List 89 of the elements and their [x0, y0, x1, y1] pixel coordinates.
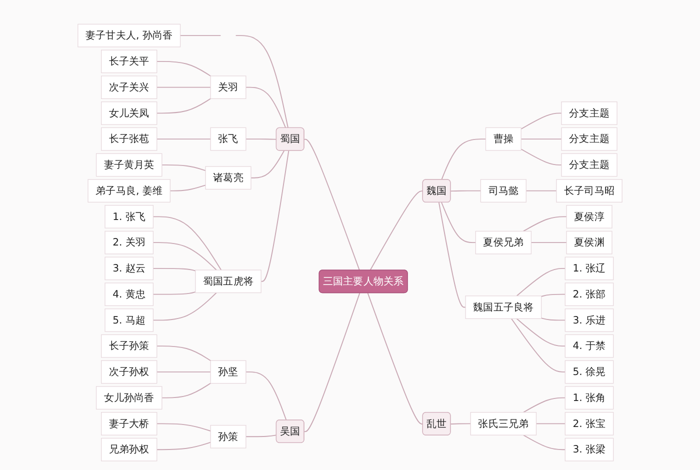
node-box: 魏国五子良将 [465, 296, 542, 319]
node-box: 孙坚 [210, 360, 246, 384]
connector [156, 98, 212, 114]
connector [245, 434, 277, 438]
connector [370, 190, 424, 271]
connector [245, 138, 277, 140]
node-box: 女儿关凤 [101, 102, 158, 125]
node-box: 分支主题 [561, 102, 618, 125]
node-box: 弟子马良, 姜维 [88, 179, 170, 202]
node-box: 5. 徐晃 [564, 360, 614, 384]
node-box: 次子孙权 [101, 360, 158, 384]
connector [245, 371, 287, 421]
connector [161, 382, 212, 398]
connector [250, 150, 285, 178]
node-box: 妻子黄月英 [96, 153, 162, 177]
node-box: 司马懿 [480, 179, 526, 202]
node-box: 4. 于禁 [564, 334, 614, 358]
node-box: 2. 张宝 [564, 412, 614, 436]
node-box: 张氏三兄弟 [470, 412, 537, 436]
node-box: 2. 张部 [564, 282, 614, 306]
connector [520, 138, 562, 140]
node-box: 分支主题 [561, 127, 618, 151]
node-box: 妻子大桥 [101, 412, 158, 436]
node-box: 长子关平 [101, 50, 158, 74]
node-box: 夏侯淳 [566, 205, 612, 228]
connector [530, 242, 568, 244]
connector [536, 423, 566, 424]
connector [156, 138, 212, 140]
connector [522, 434, 566, 450]
node-box: 1. 张角 [564, 386, 614, 410]
connector [520, 148, 562, 166]
connector [304, 138, 360, 271]
node-box: 3. 乐进 [564, 308, 614, 332]
node-box: 分支主题 [561, 153, 618, 177]
node-box: 女儿孙尚香 [96, 386, 162, 410]
node-box: 孙策 [210, 424, 246, 448]
connector [156, 442, 212, 450]
connector [161, 164, 206, 172]
connector [441, 138, 486, 180]
node-box: 长子张苞 [101, 127, 158, 151]
node-box: 1. 张辽 [564, 256, 614, 280]
connector [510, 318, 566, 372]
connector [156, 86, 212, 88]
node-box: 长子孙策 [101, 334, 158, 358]
node-box: 4. 黄忠 [104, 282, 154, 306]
connector [156, 346, 212, 362]
node-box: 5. 马超 [104, 308, 154, 332]
node-box: 曹操 [485, 127, 522, 151]
node-box: 兄弟孙权 [101, 438, 158, 462]
connector [304, 292, 360, 432]
connector [450, 190, 482, 192]
node-box: 妻子甘夫人, 孙尚香 [78, 24, 181, 48]
node-box: 2. 关羽 [104, 230, 154, 254]
node-box: 长子司马昭 [556, 179, 622, 202]
node-box: 夏侯兄弟 [475, 230, 532, 254]
connector [152, 268, 196, 272]
connector [522, 216, 568, 232]
connector [235, 35, 289, 128]
node-box: 关羽 [210, 76, 246, 99]
node-box: 3. 张梁 [564, 438, 614, 462]
connector [540, 294, 566, 297]
connector [152, 291, 196, 295]
connector [526, 190, 557, 192]
connector [441, 202, 476, 244]
connector [152, 216, 222, 270]
connector [156, 60, 212, 76]
connector [540, 318, 566, 321]
connector [156, 423, 212, 432]
node-box: 次子关兴 [101, 76, 158, 99]
node-box: 诸葛亮 [205, 166, 252, 190]
connector [170, 184, 206, 192]
node-box: 夏侯渊 [566, 230, 612, 254]
connector [152, 242, 217, 270]
connector [180, 35, 222, 36]
connector [450, 423, 472, 424]
node-box: 1. 张飞 [104, 205, 154, 228]
connector [367, 292, 424, 424]
connector [516, 268, 566, 296]
connector [245, 86, 286, 128]
node-box: 蜀国五虎将 [195, 270, 262, 294]
connector [516, 318, 566, 347]
node-box: 张飞 [210, 127, 246, 151]
connector [522, 397, 566, 413]
node-box: 3. 赵云 [104, 256, 154, 280]
connector [152, 292, 217, 321]
connector [260, 150, 290, 282]
connector [520, 112, 562, 130]
connector [156, 371, 212, 372]
connector [438, 202, 466, 308]
